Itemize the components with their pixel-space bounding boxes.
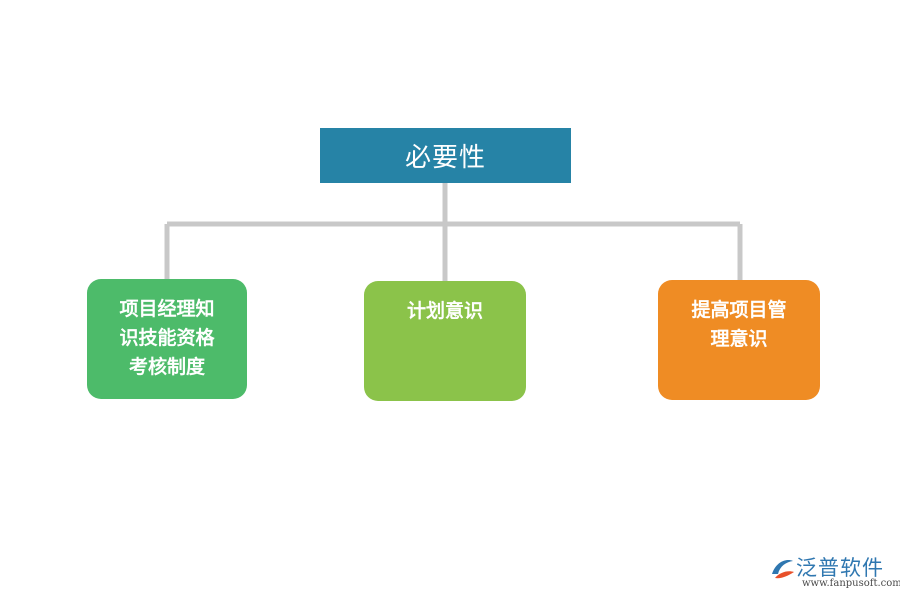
root-node-label: 必要性 — [404, 143, 486, 173]
brand-logo-icon — [772, 560, 794, 579]
child-node-label: 提高项目管 理意识 — [691, 299, 787, 350]
child-node-label: 计划意识 — [406, 300, 483, 322]
child-node-label: 项目经理知 识技能资格 考核制度 — [119, 298, 215, 378]
brand-watermark: 泛普软件 www.fanpusoft.com — [768, 552, 900, 592]
child-node-qualification-assessment: 项目经理知 识技能资格 考核制度 — [87, 279, 247, 399]
root-node: 必要性 — [320, 128, 571, 183]
brand-name: 泛普软件 — [796, 556, 884, 580]
brand-url: www.fanpusoft.com — [802, 578, 900, 589]
child-node-planning-awareness: 计划意识 — [364, 281, 526, 401]
child-node-management-awareness: 提高项目管 理意识 — [658, 280, 820, 400]
